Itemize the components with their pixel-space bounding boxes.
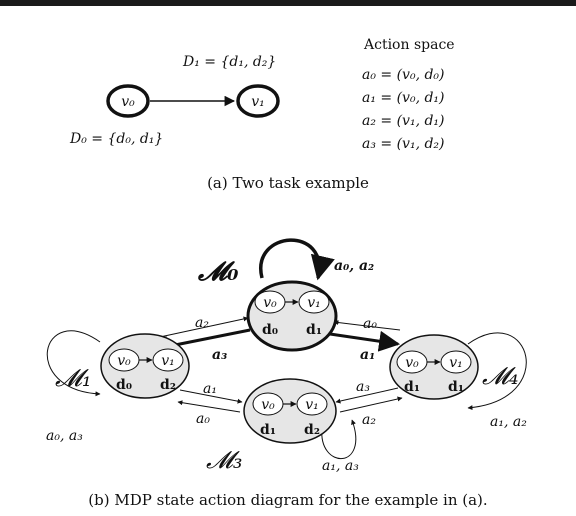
action-a3: a₃ = (v₁, d₂) (362, 136, 445, 152)
caption-b: (b) MDP state action diagram for the exa… (88, 491, 487, 509)
label-m4-m0: a₀ (363, 316, 377, 332)
m0-name: 𝓜₀ (197, 257, 239, 287)
m4-v1: v₁ (449, 355, 463, 371)
d1-set-label: D₁ = {d₁, d₂} (182, 54, 276, 70)
m0-self-loop (259, 238, 335, 281)
edge-m3-m4 (339, 396, 403, 413)
action-space-title: Action space (363, 37, 455, 53)
m0-v0: v₀ (263, 295, 277, 311)
m1-v0: v₀ (117, 353, 131, 369)
m1-name: 𝓜₁ (55, 364, 92, 392)
m4-name: 𝓜₄ (482, 362, 519, 390)
action-a2: a₂ = (v₁, d₁) (362, 113, 445, 129)
caption-a: (a) Two task example (207, 174, 369, 192)
label-m1-self: a₀, a₃ (46, 428, 83, 444)
label-m1-m0: a₂ (195, 315, 209, 331)
task-node-v1-label: v₁ (251, 94, 265, 110)
m4-v0: v₀ (405, 355, 419, 371)
m0-v1: v₁ (307, 295, 321, 311)
m3-v0: v₀ (261, 397, 275, 413)
m3-d-right: d₂ (304, 422, 320, 438)
edge-m1-m3 (179, 389, 243, 404)
m1-d-left: d₀ (116, 377, 132, 393)
m1-d-right: d₂ (160, 377, 176, 393)
label-m1-m3: a₁ (203, 381, 217, 397)
m3-v1: v₁ (305, 397, 319, 413)
task-node-v0 (106, 84, 150, 118)
m0-d-left: d₀ (262, 322, 278, 338)
m4-d-right: d₁ (448, 379, 464, 395)
label-m0-m4: a₁ (360, 347, 375, 363)
label-m0-m1: a₃ (212, 347, 227, 363)
label-m4-self: a₁, a₂ (490, 414, 527, 430)
m0-d-right: d₁ (306, 322, 322, 338)
action-a0: a₀ = (v₀, d₀) (362, 67, 445, 83)
action-a1: a₁ = (v₀, d₁) (362, 90, 445, 106)
label-m0-self: a₀, a₂ (334, 258, 374, 274)
m3-self-loop (321, 419, 357, 460)
label-m4-m3: a₃ (356, 379, 370, 395)
top-rule (0, 0, 576, 6)
edge-m4-m3 (335, 387, 399, 404)
m3-name: 𝓜₃ (206, 446, 243, 474)
task-node-v0-label: v₀ (121, 94, 135, 110)
label-m3-m4: a₂ (362, 412, 376, 428)
edge-m4-m0 (333, 320, 401, 331)
m1-self-loop (46, 330, 101, 397)
m4-d-left: d₁ (404, 379, 420, 395)
edge-m3-m1 (177, 400, 241, 413)
m1-v1: v₁ (161, 353, 175, 369)
m4-self-loop (467, 332, 527, 411)
d0-set-label: D₀ = {d₀, d₁} (69, 131, 163, 147)
task-node-v1 (236, 84, 280, 118)
state-m0 (246, 280, 338, 352)
label-m3-m1: a₀ (196, 411, 210, 427)
label-m3-self: a₁, a₃ (322, 458, 359, 474)
edge-m0-m4 (329, 330, 401, 352)
m3-d-left: d₁ (260, 422, 276, 438)
